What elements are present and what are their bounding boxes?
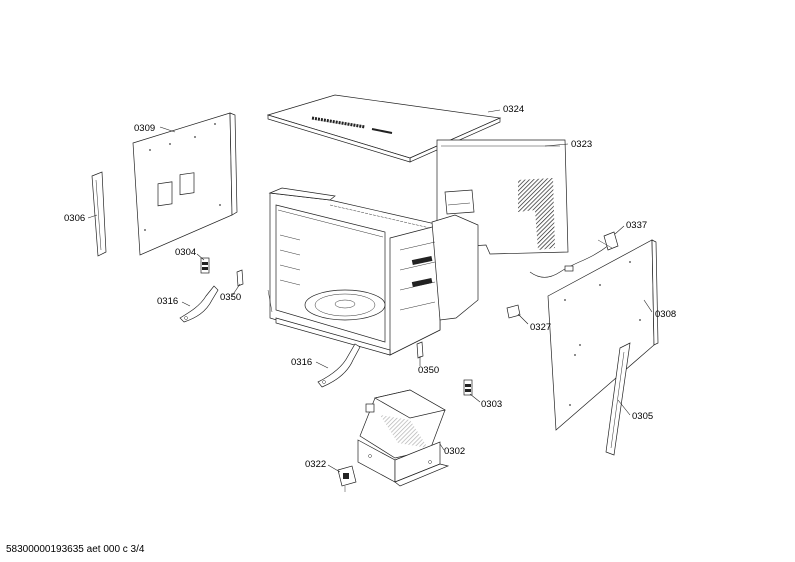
label-0308: 0308 <box>655 309 676 320</box>
label-0327: 0327 <box>530 322 551 333</box>
leader-lines <box>87 109 653 473</box>
part-0302-transformer <box>357 389 450 487</box>
part-0303-switch <box>463 379 473 396</box>
label-0323: 0323 <box>571 139 592 150</box>
part-0350-bracket-lower <box>416 341 424 359</box>
label-0306: 0306 <box>64 213 85 224</box>
label-0303: 0303 <box>481 399 502 410</box>
part-0337-power-cord <box>529 231 619 278</box>
part-main-chassis <box>267 187 479 356</box>
label-0309: 0309 <box>134 123 155 134</box>
label-0304: 0304 <box>175 247 196 258</box>
part-0327-clip <box>506 304 521 319</box>
document-code-footer: 58300000193635 aet 000 c 3/4 <box>6 544 145 555</box>
label-0316-lower: 0316 <box>291 357 312 368</box>
label-0350-lower: 0350 <box>418 365 439 376</box>
part-0306-trim-strip <box>91 171 107 257</box>
label-0305: 0305 <box>632 411 653 422</box>
part-0316-lever-upper <box>179 285 219 323</box>
label-0316-upper: 0316 <box>157 296 178 307</box>
part-0322-fuse-holder <box>337 465 357 492</box>
label-0350-upper: 0350 <box>220 292 241 303</box>
label-0324: 0324 <box>503 104 524 115</box>
label-0302: 0302 <box>444 446 465 457</box>
part-labels: 0309 0306 0304 0316 0350 0324 0323 0337 … <box>64 104 676 470</box>
label-0337: 0337 <box>626 220 647 231</box>
part-0309-side-panel <box>132 112 238 256</box>
part-0308-side-panel <box>547 239 659 431</box>
label-0322: 0322 <box>305 459 326 470</box>
part-0350-bracket-upper <box>236 269 244 287</box>
part-0316-lever-lower <box>317 343 361 388</box>
part-0304-switch <box>200 257 210 274</box>
part-0305-trim-strip <box>605 342 631 456</box>
